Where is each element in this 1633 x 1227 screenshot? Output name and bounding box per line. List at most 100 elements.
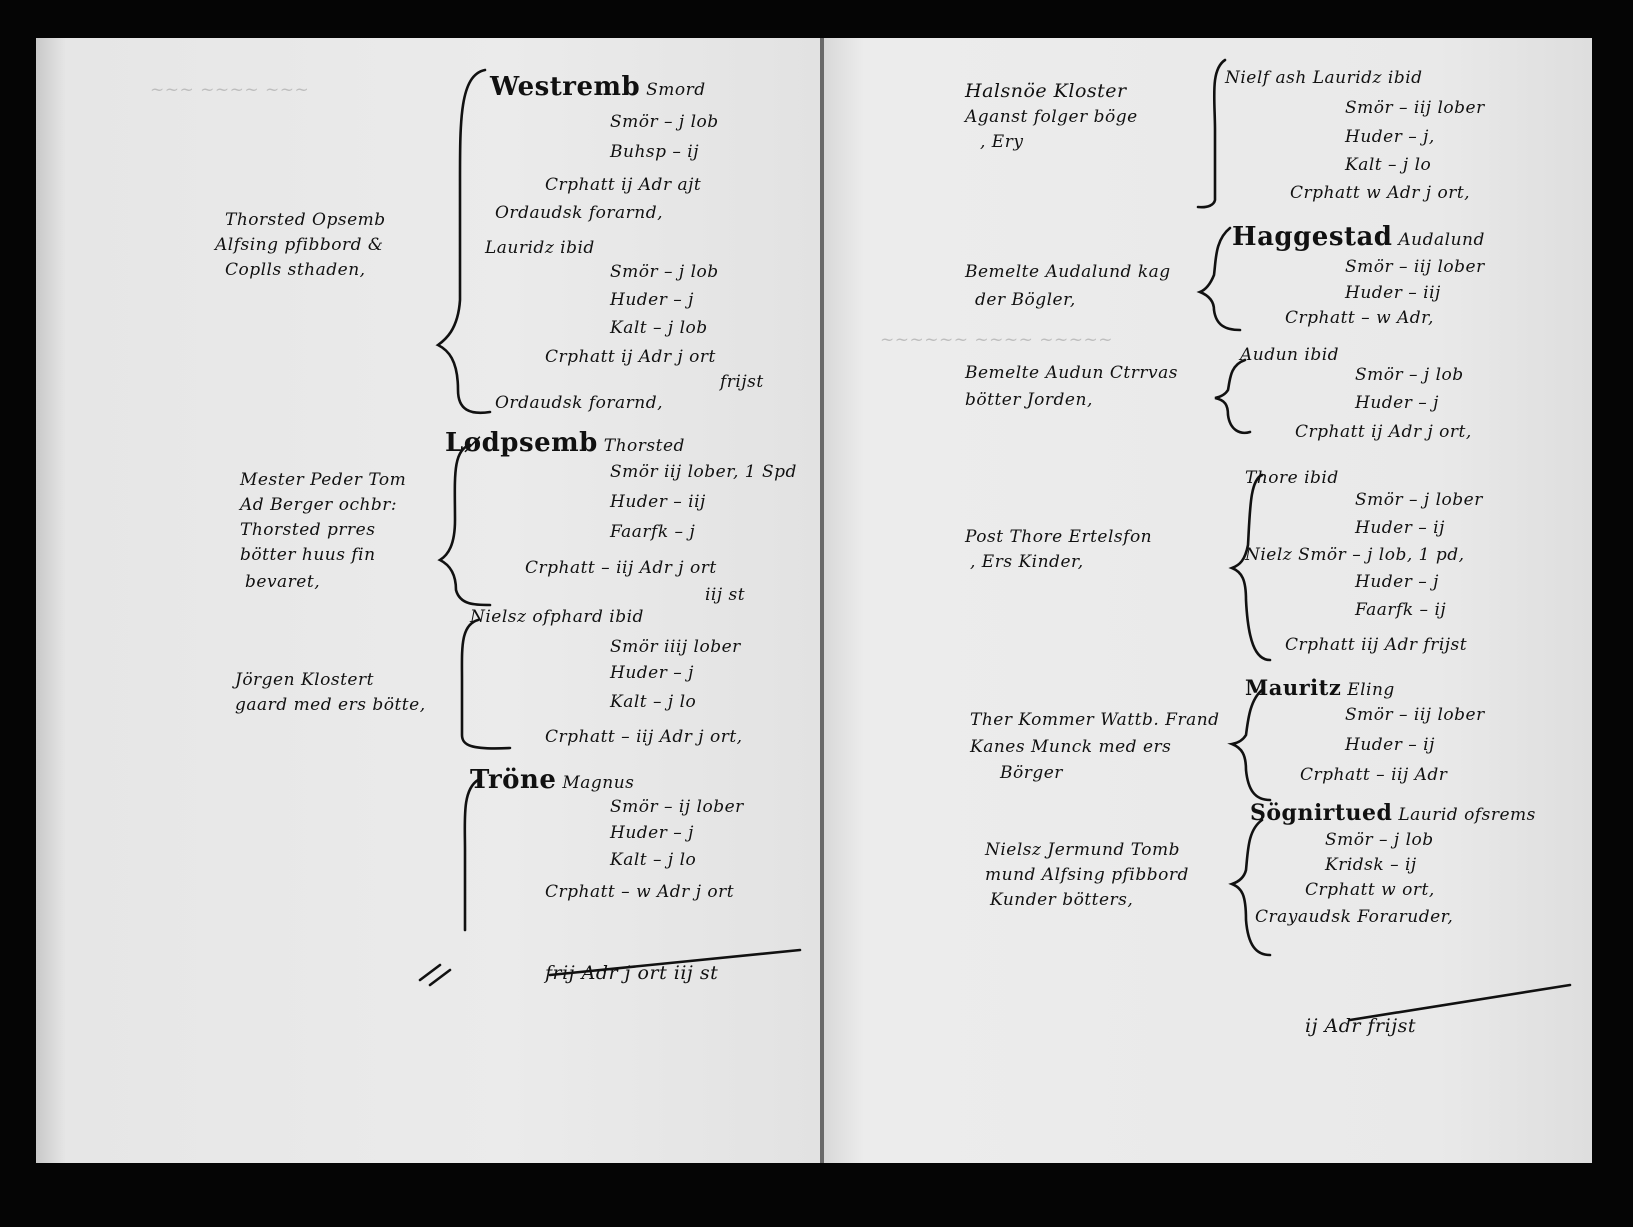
margin-note: Börger [1000,763,1063,783]
entry: Kalt – j lo [610,850,697,870]
entry: Crphatt – iij Adr j ort, [545,727,743,747]
entry: Crayaudsk Foraruder, [1255,907,1454,927]
farm-name: Westremb [490,72,641,102]
margin-note: Kanes Munck med ers [970,737,1172,757]
entry: Huder – j [610,663,694,683]
entry: Kridsk – ij [1325,855,1417,875]
entry: Thore ibid [1245,468,1339,488]
right-page [824,38,1592,1163]
entry: iij st [705,585,746,605]
margin-note: Thorsted Opsemb [225,210,386,230]
entry: Huder – j [610,290,694,310]
margin-note: Ad Berger ochbr: [240,495,398,515]
margin-note: , Ery [980,132,1024,152]
entry: Huder – ij [1355,518,1445,538]
entry: Crphatt iij Adr frijst [1285,635,1468,655]
entry: Huder – j [1355,393,1439,413]
entry: Ordaudsk forarnd, [495,393,663,413]
entry-text: Audalund [1398,230,1485,250]
margin-note: bötter huus fin [240,545,376,565]
entry: Huder – j [1355,572,1439,592]
entry: Crphatt – iij Adr [1300,765,1448,785]
entry: Nielsz ofphard ibid [470,607,644,627]
entry: Smör – j lob [1325,830,1434,850]
margin-note: der Bögler, [975,290,1076,310]
entry: Crphatt – w Adr j ort [545,882,735,902]
farm-name: Sögnirtued [1250,800,1393,826]
entry-text: Eling [1347,680,1395,700]
entry-text: Smord [646,80,706,100]
margin-note: Kunder bötters, [990,890,1134,910]
margin-note: , Ers Kinder, [970,552,1084,572]
entry: Smör – j lob [610,262,719,282]
entry: Sögnirtued Laurid ofsrems [1250,800,1536,826]
entry: Faarfk – ij [1355,600,1447,620]
entry: Lødpsemb Thorsted [445,428,685,458]
book-spine [820,38,824,1163]
margin-note: bötter Jorden, [965,390,1093,410]
entry: Haggestad Audalund [1232,222,1485,252]
margin-note: Bemelte Audalund kag [965,262,1171,282]
entry: Smör – j lob [610,112,719,132]
entry: Kalt – j lo [610,692,697,712]
entry: Mauritz Eling [1245,675,1395,700]
entry: Smör – iij lober [1345,705,1485,725]
entry: Huder – ij [1345,735,1435,755]
margin-note: Aganst folger böge [965,107,1138,127]
entry: Smör – iij lober [1345,98,1485,118]
margin-note: Coplls sthaden, [225,260,366,280]
margin-note: Thorsted prres [240,520,376,540]
entry: Smör iiij lober [610,637,741,657]
margin-note: mund Alfsing pfibbord [985,865,1189,885]
entry: Lauridz ibid [485,238,595,258]
margin-note: bevaret, [245,572,321,592]
entry: Huder – j, [1345,127,1435,147]
entry: Nielz Smör – j lob, 1 pd, [1245,545,1465,565]
entry: Smör – j lob [1355,365,1464,385]
entry: Smör – iij lober [1345,257,1485,277]
entry: Smör – j lober [1355,490,1483,510]
entry: Ordaudsk forarnd, [495,203,663,223]
entry: Huder – iij [610,492,706,512]
entry: Smör – ij lober [610,797,744,817]
margin-note: Mester Peder Tom [240,470,407,490]
entry-text: Thorsted [603,436,685,456]
margin-note: Ther Kommer Wattb. Frand [970,710,1220,730]
entry: Faarfk – j [610,522,696,542]
entry: Audun ibid [1240,345,1340,365]
entry: Crphatt – w Adr, [1285,308,1434,328]
farm-name: Lødpsemb [445,428,598,458]
entry: Westremb Smord [490,72,706,102]
entry: Nielf ash Lauridz ibid [1225,68,1423,88]
entry: Crphatt w Adr j ort, [1290,183,1471,203]
entry-text: Magnus [562,773,635,793]
margin-note: Nielsz Jermund Tomb [985,840,1180,860]
entry: Huder – j [610,823,694,843]
margin-note: Bemelte Audun Ctrrvas [965,363,1178,383]
farm-name: Mauritz [1245,675,1342,700]
bleed-through: ~~~ ~~~~ ~~~ [150,80,310,100]
margin-note: Halsnöe Kloster [965,80,1127,102]
farm-name: Tröne [470,765,557,795]
page-total: ij Adr frijst [1305,1015,1416,1037]
entry: Smör iij lober, 1 Spd [610,462,797,482]
entry: frijst [720,372,764,392]
entry: Kalt – j lo [1345,155,1432,175]
farm-name: Haggestad [1232,222,1393,252]
margin-note: Post Thore Ertelsfon [965,527,1153,547]
entry: Buhsp – ij [610,142,700,162]
entry-text: Laurid ofsrems [1398,805,1536,825]
bleed-through: ~~~~~~ ~~~~ ~~~~~ [880,330,1113,350]
entry: Crphatt ij Adr ajt [545,175,702,195]
entry: Crphatt ij Adr j ort, [1295,422,1472,442]
margin-note: Jörgen Klostert [235,670,374,690]
page-total: frij Adr j ort iij st [545,962,719,984]
entry: Crphatt – iij Adr j ort [525,558,717,578]
entry: Crphatt ij Adr j ort [545,347,716,367]
margin-note: Alfsing pfibbord & [215,235,384,255]
entry: Kalt – j lob [610,318,708,338]
margin-note: gaard med ers bötte, [235,695,426,715]
entry: Tröne Magnus [470,765,634,795]
entry: Huder – iij [1345,283,1441,303]
